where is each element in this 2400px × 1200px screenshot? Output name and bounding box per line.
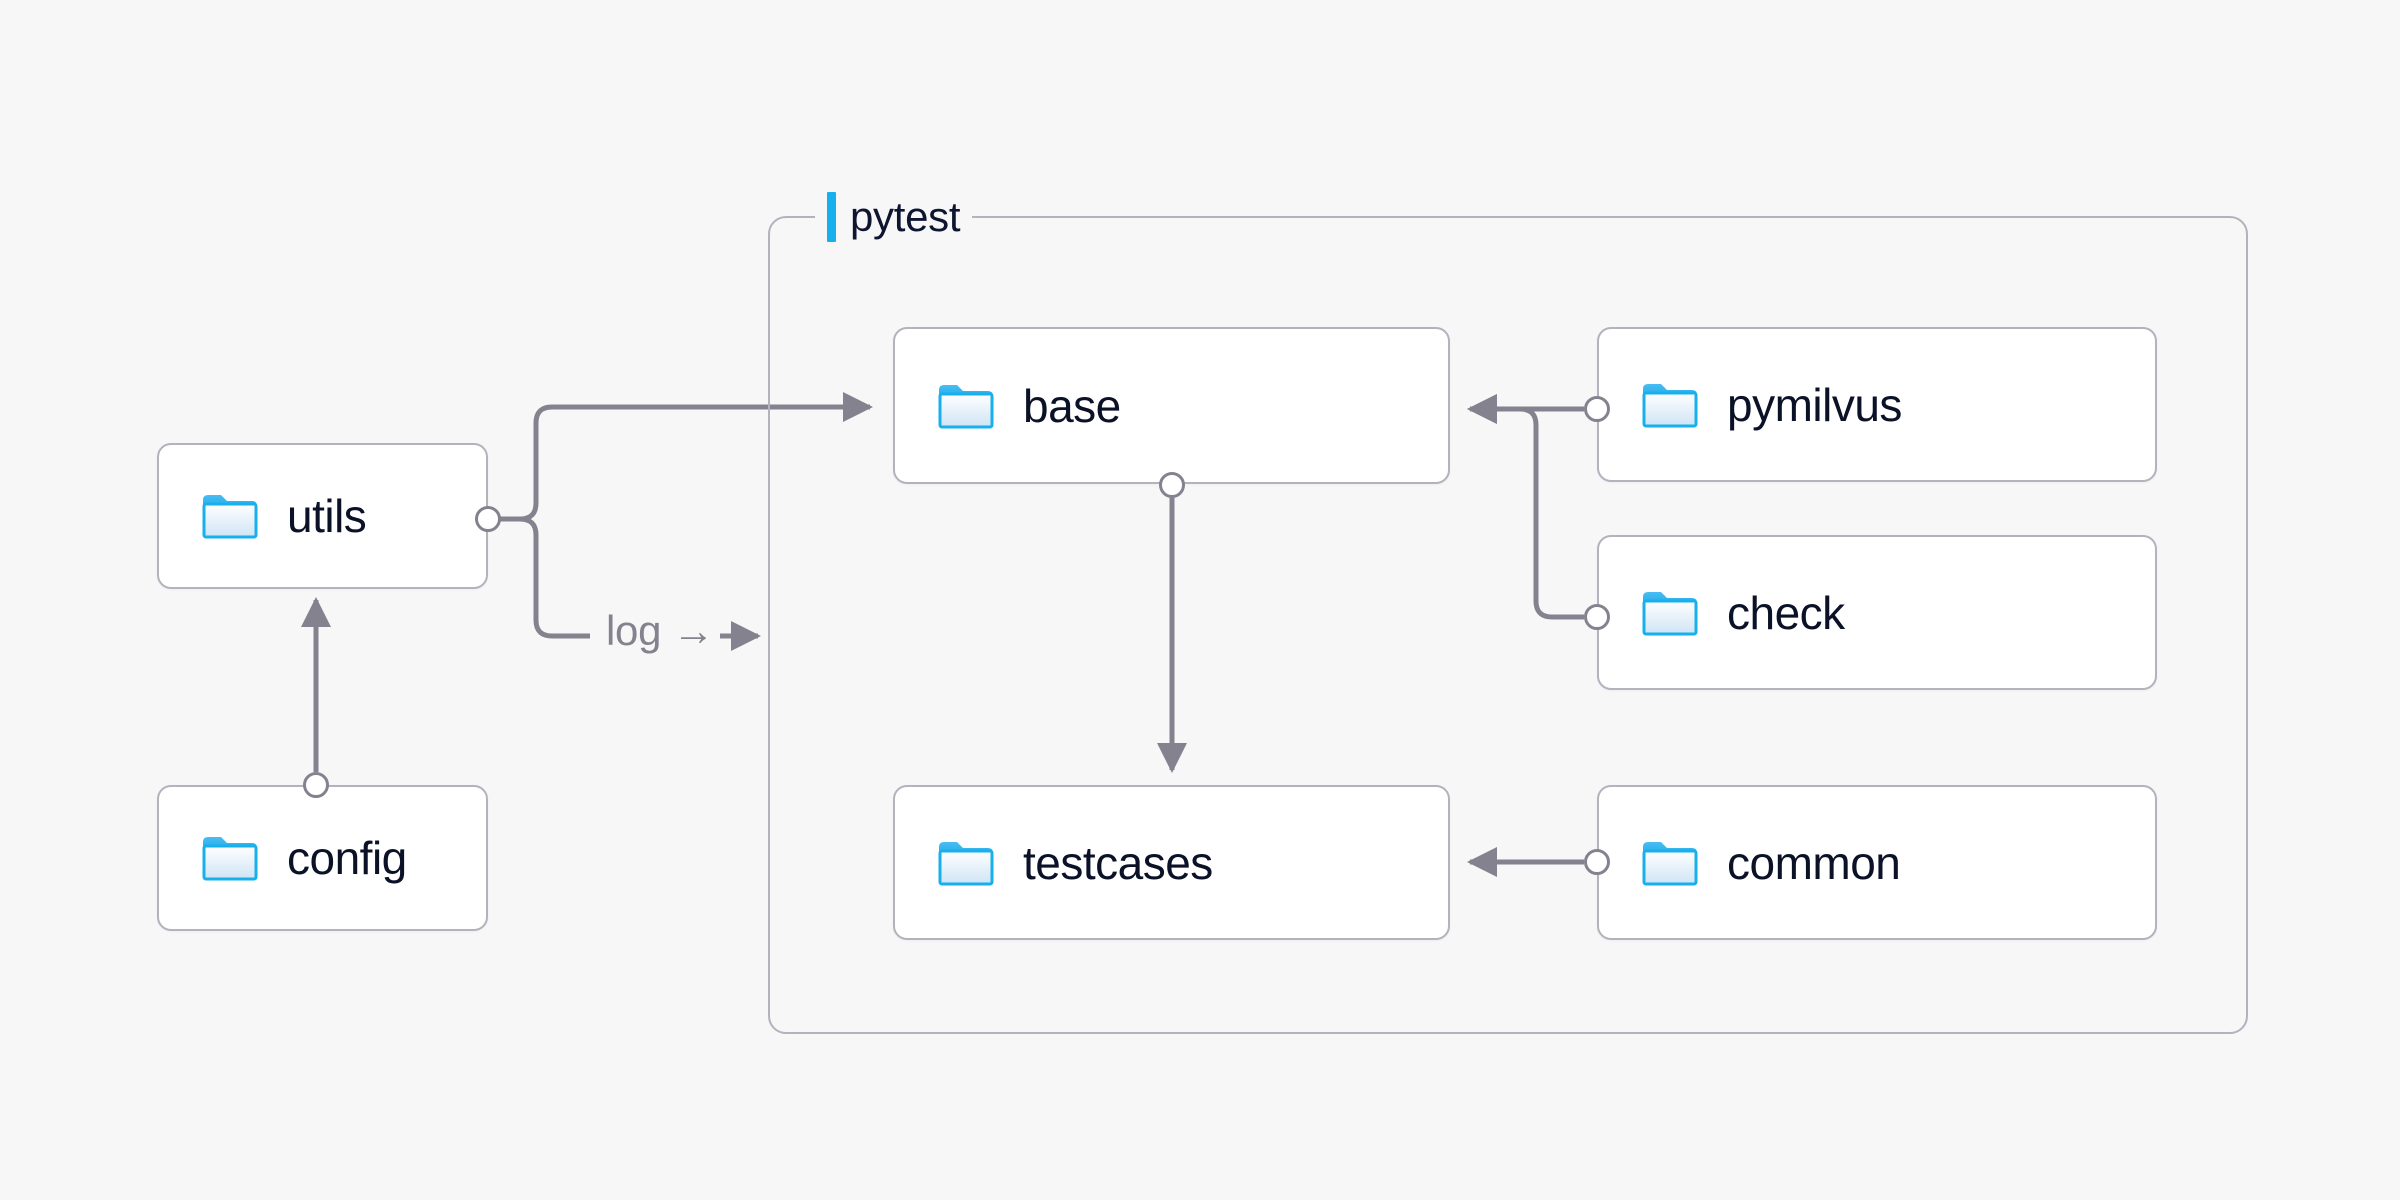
edge-label-log: log → <box>600 607 721 655</box>
folder-icon <box>1641 588 1699 638</box>
node-config-label: config <box>287 832 407 884</box>
node-base[interactable]: base <box>893 327 1450 484</box>
folder-icon <box>201 491 259 541</box>
group-pytest-title: pytest <box>815 192 973 242</box>
group-pytest[interactable] <box>768 216 2248 1034</box>
port-utils-right[interactable] <box>475 506 501 532</box>
group-title-label: pytest <box>850 193 961 240</box>
folder-icon <box>201 833 259 883</box>
node-utils[interactable]: utils <box>157 443 488 589</box>
node-base-label: base <box>1023 379 1121 432</box>
port-base-bottom[interactable] <box>1159 472 1185 498</box>
port-config-top[interactable] <box>303 772 329 798</box>
port-check-left[interactable] <box>1584 604 1610 630</box>
folder-icon <box>937 381 995 431</box>
node-pymilvus-label: pymilvus <box>1727 378 1902 431</box>
node-pymilvus[interactable]: pymilvus <box>1597 327 2157 482</box>
node-common-label: common <box>1727 836 1901 889</box>
node-config[interactable]: config <box>157 785 488 931</box>
node-testcases[interactable]: testcases <box>893 785 1450 940</box>
folder-icon <box>937 838 995 888</box>
node-testcases-label: testcases <box>1023 836 1213 889</box>
port-common-left[interactable] <box>1584 849 1610 875</box>
node-utils-label: utils <box>287 490 367 542</box>
node-check-label: check <box>1727 586 1845 639</box>
group-accent-bar <box>827 192 836 242</box>
folder-icon <box>1641 838 1699 888</box>
port-pymilvus-left[interactable] <box>1584 396 1610 422</box>
node-common[interactable]: common <box>1597 785 2157 940</box>
node-check[interactable]: check <box>1597 535 2157 690</box>
folder-icon <box>1641 380 1699 430</box>
